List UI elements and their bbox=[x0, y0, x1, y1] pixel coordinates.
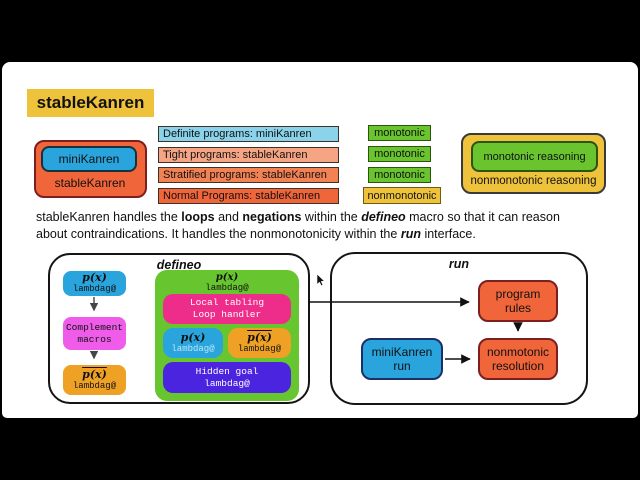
hidden-goal-line-2: lambdag@ bbox=[204, 377, 250, 389]
pred-label: p(x) bbox=[180, 330, 206, 344]
nonmonotonic-badge: nonmonotonic bbox=[363, 187, 441, 204]
lambdag-label: lambdag@ bbox=[72, 380, 117, 391]
pred-label: p(x) bbox=[215, 272, 239, 283]
resolution-line-2: resolution bbox=[491, 359, 545, 373]
defineo-expansion-box: p(x) lambdag@ Local tabling Loop handler… bbox=[155, 270, 299, 401]
minikanren-run-line-2: run bbox=[393, 359, 411, 373]
program-rules-line-2: rules bbox=[504, 301, 531, 315]
lambdag-label: lambdag@ bbox=[171, 343, 215, 354]
nonmonotonic-resolution-box: nonmotonic resolution bbox=[478, 338, 558, 380]
program-row-tight: Tight programs: stableKanren bbox=[158, 147, 339, 163]
slide: stableKanren miniKanren stableKanren Def… bbox=[2, 62, 638, 418]
expansion-header: p(x) lambdag@ bbox=[155, 272, 299, 294]
stablekanren-outer-label: stableKanren bbox=[54, 176, 126, 190]
program-row-definite: Definite programs: miniKanren bbox=[158, 126, 339, 142]
negated-pred-label: p(x) bbox=[247, 330, 272, 344]
lambdag-label: lambdag@ bbox=[237, 343, 282, 354]
complement-line-1: Complement bbox=[65, 321, 123, 333]
monotonic-badge-1: monotonic bbox=[368, 125, 431, 141]
minikanren-run-box: miniKanren run bbox=[361, 338, 443, 380]
defineo-caption: defineo bbox=[156, 258, 202, 272]
inner-pred-box: p(x) lambdag@ bbox=[163, 328, 223, 358]
tabling-line-2: Loop handler bbox=[192, 309, 262, 320]
resolution-line-1: nonmotonic bbox=[486, 345, 550, 359]
complement-line-2: macros bbox=[77, 333, 112, 345]
inner-negated-pred-box: p(x) lambdag@ bbox=[228, 328, 291, 358]
defineo-pred-box: p(x) lambdag@ bbox=[63, 271, 126, 296]
tabling-line-1: Local tabling bbox=[189, 297, 265, 308]
program-row-normal: Normal Programs: stableKanren bbox=[158, 188, 339, 204]
description-paragraph: stableKanren handles the loops and negat… bbox=[36, 210, 560, 241]
run-caption: run bbox=[448, 257, 470, 271]
monotonic-badge-2: monotonic bbox=[368, 146, 431, 162]
monotonic-badge-3: monotonic bbox=[368, 167, 431, 183]
program-row-stratified: Stratified programs: stableKanren bbox=[158, 167, 339, 183]
local-tabling-box: Local tabling Loop handler bbox=[163, 294, 291, 324]
nested-language-box: miniKanren stableKanren bbox=[34, 140, 147, 198]
mouse-cursor-icon bbox=[316, 273, 326, 287]
reasoning-box: monotonic reasoning nonmonotonic reasoni… bbox=[461, 133, 606, 194]
program-rules-box: program rules bbox=[478, 280, 558, 322]
lambdag-label: lambdag@ bbox=[72, 284, 117, 294]
complement-macros-box: Complement macros bbox=[63, 317, 126, 350]
program-rules-line-1: program bbox=[495, 287, 541, 301]
pred-label: p(x) bbox=[82, 271, 107, 284]
nonmonotonic-reasoning-label: nonmonotonic reasoning bbox=[470, 175, 597, 187]
defineo-negated-pred-box: p(x) lambdag@ bbox=[63, 365, 126, 395]
run-container: run bbox=[330, 252, 588, 405]
hidden-goal-line-1: Hidden goal bbox=[195, 365, 259, 377]
slide-title: stableKanren bbox=[27, 89, 154, 117]
defineo-container: defineo bbox=[48, 253, 310, 404]
negated-pred-label: p(x) bbox=[82, 367, 107, 381]
minikanren-run-line-1: miniKanren bbox=[371, 345, 433, 359]
lambdag-label: lambdag@ bbox=[205, 283, 249, 293]
minikanren-inner-box: miniKanren bbox=[41, 146, 137, 172]
hidden-goal-box: Hidden goal lambdag@ bbox=[163, 362, 291, 393]
monotonic-reasoning-box: monotonic reasoning bbox=[471, 141, 598, 172]
